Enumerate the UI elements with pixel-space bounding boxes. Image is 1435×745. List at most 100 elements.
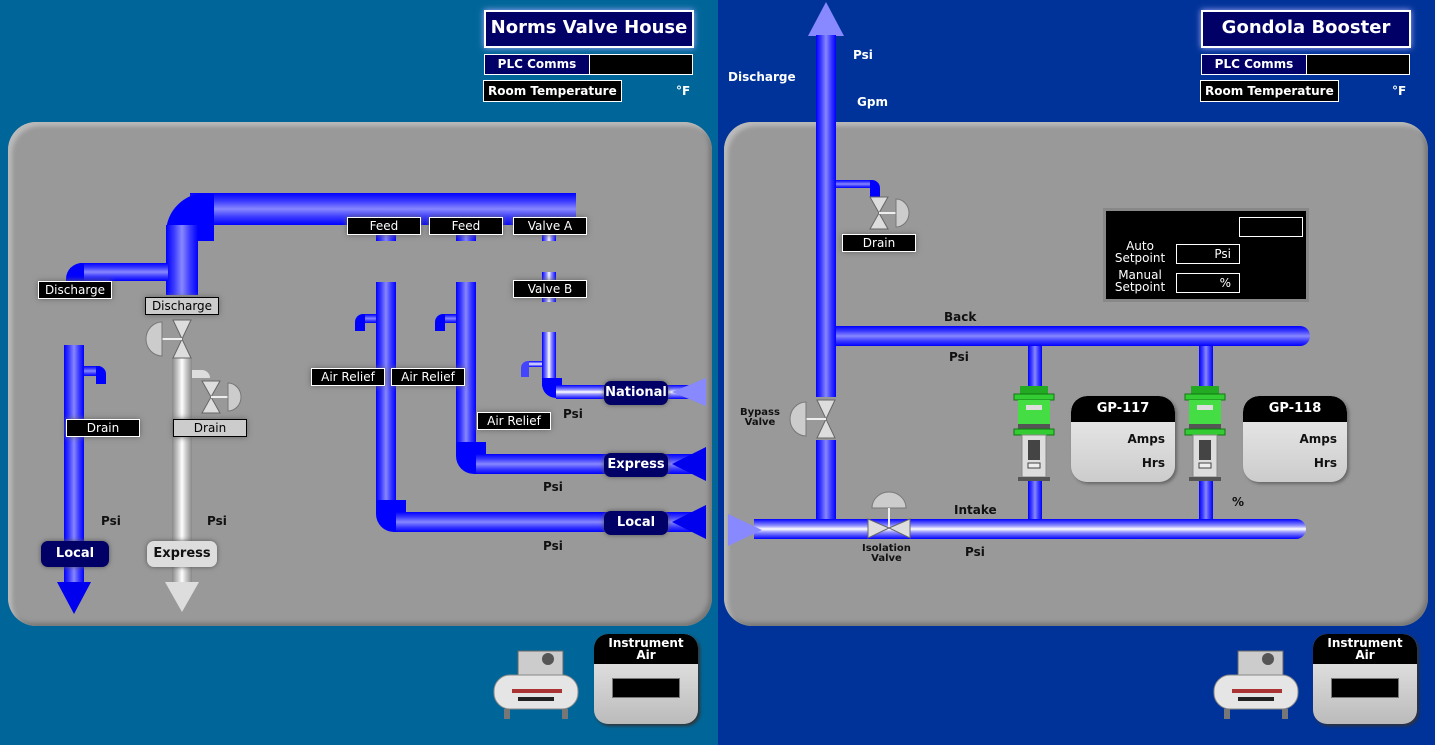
national-psi-unit: Psi xyxy=(563,407,583,421)
express-drop-pipe xyxy=(172,358,192,584)
instrument-air-label-2: Air xyxy=(1355,648,1375,662)
station-title: Gondola Booster xyxy=(1201,10,1411,48)
bypass-valve-icon[interactable] xyxy=(788,398,840,442)
local-down-outlet[interactable]: Local xyxy=(41,541,109,567)
plc-comms-value xyxy=(590,55,692,74)
setpoint-top-value[interactable] xyxy=(1239,217,1303,237)
air-relief-stub-3 xyxy=(528,361,542,367)
gp-118-hrs-unit: Hrs xyxy=(1313,456,1337,470)
drain-stub-pipe xyxy=(836,180,872,188)
local-psi-unit: Psi xyxy=(543,539,563,553)
process-panel xyxy=(724,122,1428,626)
drain-stub-elbow-1 xyxy=(96,366,106,384)
instrument-air-value xyxy=(1331,678,1399,698)
discharge-psi-unit: Psi xyxy=(853,48,873,62)
gp-117-amps-unit: Amps xyxy=(1127,432,1165,446)
intake-arrow-icon xyxy=(728,514,762,546)
air-relief-elbow-3 xyxy=(521,361,529,377)
gondola-booster-screen: Gondola Booster PLC Comms Room Temperatu… xyxy=(718,0,1435,745)
air-relief-elbow-2 xyxy=(435,314,445,331)
gp-117-name: GP-117 xyxy=(1071,396,1175,422)
drain-stub-pipe-1 xyxy=(84,366,100,376)
valve-a-tag[interactable]: Valve A xyxy=(513,217,587,235)
plc-comms-label: PLC Comms xyxy=(1202,55,1307,74)
local-down-arrow-icon xyxy=(57,582,91,614)
discharge-tag-1[interactable]: Discharge xyxy=(38,281,112,299)
instrument-air-label-2: Air xyxy=(636,648,656,662)
drain-stub-elbow xyxy=(870,180,880,198)
air-relief-stub-2 xyxy=(442,314,456,323)
drain-valve-icon[interactable] xyxy=(868,196,912,232)
national-arrow-icon xyxy=(672,378,706,406)
bypass-lower-pipe xyxy=(816,440,836,522)
drain-tag-2[interactable]: Drain xyxy=(173,419,247,437)
gp-118-amps-unit: Amps xyxy=(1299,432,1337,446)
local-outlet[interactable]: Local xyxy=(604,511,668,535)
back-psi-unit: Psi xyxy=(949,350,969,364)
back-pipe xyxy=(836,326,1310,346)
discharge-riser-pipe xyxy=(816,35,836,397)
air-relief-stub-1 xyxy=(362,314,376,323)
room-temperature-label: Room Temperature xyxy=(483,80,622,102)
air-relief-tag-2[interactable]: Air Relief xyxy=(391,368,465,386)
intake-psi-unit: Psi xyxy=(965,545,985,559)
drain-valve-icon-2[interactable] xyxy=(200,380,242,416)
gp-117-status-panel[interactable]: GP-117 Amps Hrs xyxy=(1071,396,1175,482)
discharge-tag-2[interactable]: Discharge xyxy=(145,297,219,315)
instrument-air-value xyxy=(612,678,680,698)
feed-line-1-pipe xyxy=(376,282,396,512)
instrument-air-label-1: Instrument xyxy=(608,636,684,650)
national-riser-pipe xyxy=(542,332,556,386)
express-down-arrow-icon xyxy=(165,582,199,612)
back-label: Back xyxy=(944,310,977,324)
local-down-psi-unit: Psi xyxy=(101,514,121,528)
feed-tag-1[interactable]: Feed xyxy=(347,217,421,235)
auto-setpoint-input[interactable]: Psi xyxy=(1176,244,1240,264)
air-relief-elbow-1 xyxy=(355,314,365,331)
discharge-valve-icon[interactable] xyxy=(144,318,196,362)
room-temperature-unit: °F xyxy=(676,84,691,98)
gp-118-status-panel[interactable]: GP-118 Amps Hrs xyxy=(1243,396,1347,482)
room-temperature-label: Room Temperature xyxy=(1200,80,1339,102)
air-compressor-image xyxy=(1213,650,1299,719)
room-temperature-unit: °F xyxy=(1392,84,1407,98)
discharge-gpm-unit: Gpm xyxy=(857,95,888,109)
gp-118-pump-icon[interactable] xyxy=(1183,386,1227,488)
plc-comms-value xyxy=(1307,55,1409,74)
local-arrow-icon xyxy=(672,505,706,539)
express-psi-unit: Psi xyxy=(543,480,563,494)
air-relief-tag-3[interactable]: Air Relief xyxy=(477,412,551,430)
local-drop-pipe xyxy=(64,345,84,585)
air-relief-tag-1[interactable]: Air Relief xyxy=(311,368,385,386)
valve-b-tag[interactable]: Valve B xyxy=(513,280,587,298)
express-down-outlet[interactable]: Express xyxy=(147,541,217,567)
feed-tag-2[interactable]: Feed xyxy=(429,217,503,235)
discharge-branch-pipe xyxy=(80,263,168,281)
plc-comms-indicator: PLC Comms xyxy=(484,54,693,75)
drain-tag[interactable]: Drain xyxy=(842,234,916,252)
drain-stub-pipe-2 xyxy=(192,370,210,378)
air-compressor-image xyxy=(493,650,579,719)
drain-tag-1[interactable]: Drain xyxy=(66,419,140,437)
feed-line-2-pipe xyxy=(456,282,476,454)
isolation-valve-icon[interactable] xyxy=(866,490,914,542)
intake-label: Intake xyxy=(954,503,997,517)
speed-percent-unit: % xyxy=(1232,495,1245,509)
instrument-air-label-1: Instrument xyxy=(1327,636,1403,650)
norms-valve-house-screen: Norms Valve House PLC Comms Room Tempera… xyxy=(0,0,718,745)
plc-comms-label: PLC Comms xyxy=(485,55,590,74)
express-outlet[interactable]: Express xyxy=(604,453,668,477)
gp-117-pump-icon[interactable] xyxy=(1012,386,1056,488)
gp-117-hrs-unit: Hrs xyxy=(1141,456,1165,470)
express-down-psi-unit: Psi xyxy=(207,514,227,528)
discharge-arrow-icon xyxy=(808,2,844,36)
station-title: Norms Valve House xyxy=(484,10,694,48)
manual-setpoint-input[interactable]: % xyxy=(1176,273,1240,293)
national-outlet[interactable]: National xyxy=(604,381,668,405)
